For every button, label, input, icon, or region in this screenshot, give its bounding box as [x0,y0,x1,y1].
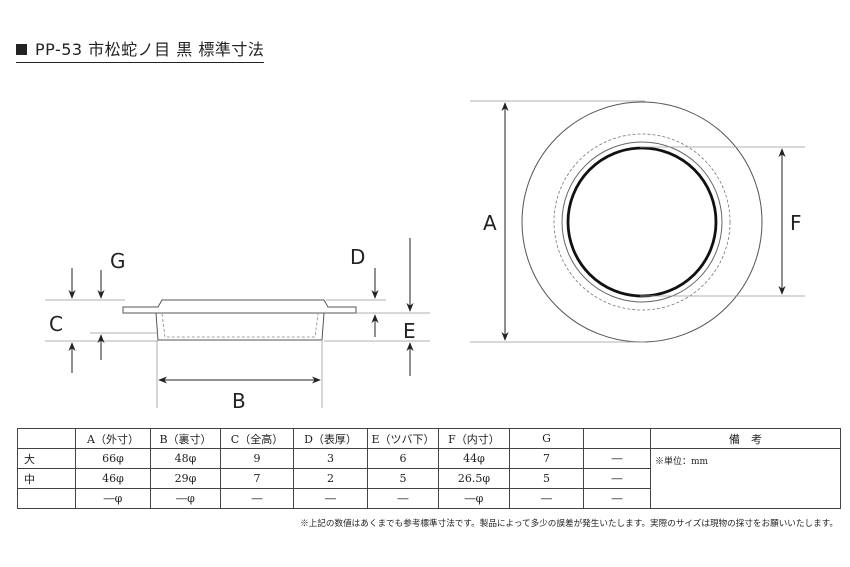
cell-b: 48φ [150,448,221,469]
row-size-label [17,488,76,509]
cell-c: 7 [220,468,294,489]
spec-table: A（外寸） B（裏寸） C（全高） D（表厚） E（ツバ下） F（内寸） G 備… [17,428,841,509]
cell-e: 6 [367,448,439,469]
row-size-label: 大 [17,448,76,469]
header-cell-a: A（外寸） [75,428,151,449]
header-cell-g: G [509,428,584,449]
cell-d: ― [293,488,368,509]
cell-extra: ― [583,448,651,469]
profile-inner-dashed [161,313,319,338]
label-c: C [49,312,63,336]
front-view: A F [470,100,805,343]
label-e: E [403,319,416,343]
header-cell-d: D（表厚） [293,428,368,449]
cell-a: 66φ [75,448,151,469]
table-row: 中 46φ 29φ 7 2 5 26.5φ 5 ― [17,468,841,489]
side-view: C G D E B [45,238,430,413]
title-text: PP-53 市松蛇ノ目 黒 標準寸法 [35,40,265,59]
cell-extra: ― [583,488,651,509]
page-title: PP-53 市松蛇ノ目 黒 標準寸法 [16,36,265,63]
remarks-note: ※単位：mm [650,448,841,509]
label-d: D [350,245,365,269]
cell-extra: ― [583,468,651,489]
row-size-label: 中 [17,468,76,489]
table-header-row: A（外寸） B（裏寸） C（全高） D（表厚） E（ツバ下） F（内寸） G 備… [17,428,841,449]
cell-d: 2 [293,468,368,489]
cell-a: ―φ [75,488,151,509]
cell-c: ― [220,488,294,509]
cell-c: 9 [220,448,294,469]
table-row: 大 66φ 48φ 9 3 6 44φ 7 ― ※単位：mm [17,448,841,509]
cell-f: ―φ [438,488,510,509]
cell-g: ― [509,488,584,509]
profile-flange [122,299,357,314]
header-cell-e: E（ツバ下） [367,428,439,449]
outer-rim-circle [521,101,763,343]
footnote: ※上記の数値はあくまでも参考標準寸法です。製品によって多少の誤差が発生いたします… [300,519,838,529]
header-cell-b: B（裏寸） [150,428,221,449]
profile-body [155,312,325,341]
cell-g: 5 [509,468,584,489]
header-cell-blank [17,428,76,449]
cell-d: 3 [293,448,368,469]
cell-f: 26.5φ [438,468,510,489]
cell-e: 5 [367,468,439,489]
title-square-icon [16,44,27,55]
cell-b: ―φ [150,488,221,509]
cell-b: 29φ [150,468,221,489]
cell-a: 46φ [75,468,151,489]
cell-f: 44φ [438,448,510,469]
table-row: ―φ ―φ ― ― ― ―φ ― ― [17,488,841,509]
header-cell-extra [583,428,651,449]
header-cell-remarks: 備 考 [650,428,841,449]
label-f: F [790,211,802,235]
cell-e: ― [367,488,439,509]
inner-hole-circle [566,146,718,298]
label-a: A [483,211,497,235]
label-b: B [232,389,246,413]
inner-dashed-circle [553,133,731,311]
label-g: G [110,249,126,273]
inner-bevel-circle [561,141,723,303]
header-cell-f: F（内寸） [438,428,510,449]
cell-g: 7 [509,448,584,469]
header-cell-c: C（全高） [220,428,294,449]
